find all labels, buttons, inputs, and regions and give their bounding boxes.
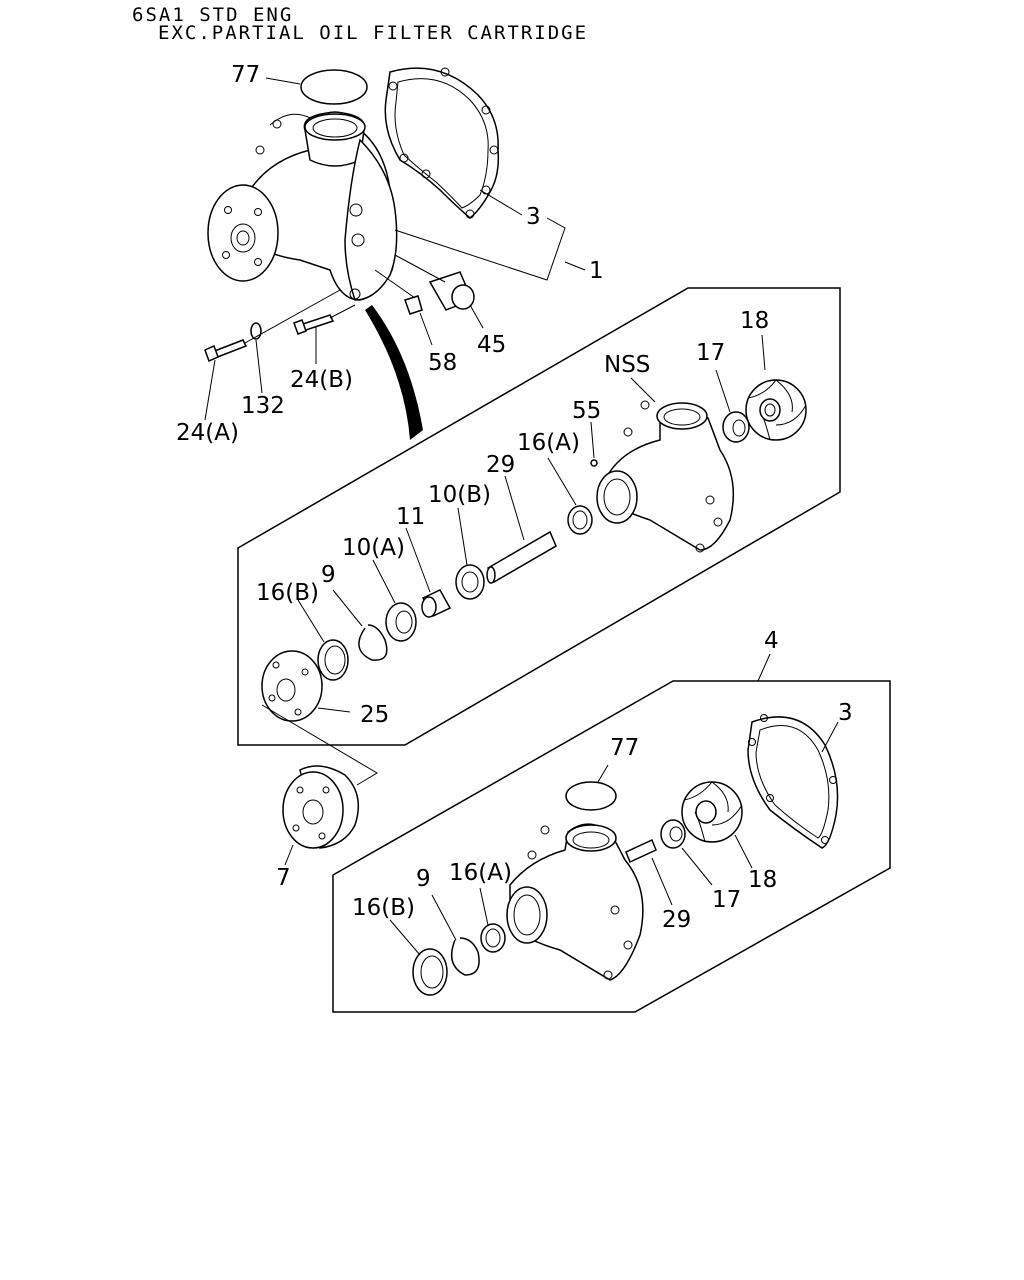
- pump-body-bottom: [506, 823, 644, 981]
- gasket-3-bottom: [747, 716, 839, 849]
- top-pump-assembly: [204, 67, 586, 440]
- shaft-29: [487, 530, 557, 584]
- header-line-1: 6SA1 STD ENG: [132, 4, 294, 26]
- flange-25: [261, 650, 323, 722]
- callout-1: 1: [589, 258, 604, 284]
- pin-55: [590, 459, 598, 467]
- callout-24a: 24(A): [176, 420, 239, 446]
- exploded-view-panel: [237, 287, 841, 786]
- o-ring-77-bottom: [565, 781, 617, 811]
- gasket-3: [384, 67, 500, 219]
- callout-7: 7: [276, 865, 291, 891]
- seal-16b: [317, 639, 349, 681]
- seal-16a: [567, 505, 593, 535]
- shaft-29-bottom: [625, 838, 657, 864]
- plug-58: [404, 295, 423, 315]
- snap-ring-9: [358, 624, 388, 661]
- callout-58: 58: [428, 350, 457, 376]
- header-line-2: EXC.PARTIAL OIL FILTER CARTRIDGE: [158, 22, 589, 44]
- callout-nss: NSS: [604, 352, 650, 378]
- callout-16b-bottom: 16(B): [352, 895, 415, 921]
- impeller-18: [745, 379, 807, 441]
- seal-17-bottom: [660, 819, 686, 849]
- callout-17-bottom: 17: [712, 887, 741, 913]
- callout-9-mid: 9: [321, 562, 336, 588]
- callout-10a: 10(A): [342, 535, 405, 561]
- callout-16b-mid: 16(B): [256, 580, 319, 606]
- callout-16a-mid: 16(A): [517, 430, 580, 456]
- panel-border-middle: [237, 287, 841, 746]
- callout-4: 4: [764, 628, 779, 654]
- callout-16a-bottom: 16(A): [449, 860, 512, 886]
- callout-25: 25: [360, 702, 389, 728]
- callout-17-mid: 17: [696, 340, 725, 366]
- o-ring-77: [300, 69, 368, 105]
- panel-border-bottom: [332, 680, 891, 1013]
- callout-11: 11: [396, 504, 425, 530]
- callout-24b: 24(B): [290, 367, 353, 393]
- transition-arrow: [365, 305, 423, 440]
- impeller-18-bottom: [681, 781, 753, 869]
- callout-77-top: 77: [231, 62, 260, 88]
- callout-55: 55: [572, 398, 601, 424]
- callout-18-mid: 18: [740, 308, 769, 334]
- callout-132: 132: [241, 393, 285, 419]
- callout-29-bottom: 29: [662, 907, 691, 933]
- callout-29-mid: 29: [486, 452, 515, 478]
- callout-3-top: 3: [526, 204, 541, 230]
- callout-9-bottom: 9: [416, 866, 431, 892]
- pulley-7: [282, 765, 360, 866]
- callout-3-bottom: 3: [838, 700, 853, 726]
- callout-10b: 10(B): [428, 482, 491, 508]
- snap-ring-9-bottom: [450, 937, 480, 976]
- assembly-4-panel: [332, 653, 891, 1013]
- callout-45: 45: [477, 332, 506, 358]
- callout-18-bottom: 18: [748, 867, 777, 893]
- seal-16a-bottom: [480, 923, 506, 953]
- seal-16b-bottom: [412, 948, 448, 996]
- bearing-10b: [455, 564, 485, 600]
- callout-77-bottom: 77: [610, 735, 639, 761]
- pump-body-nss: [596, 400, 735, 553]
